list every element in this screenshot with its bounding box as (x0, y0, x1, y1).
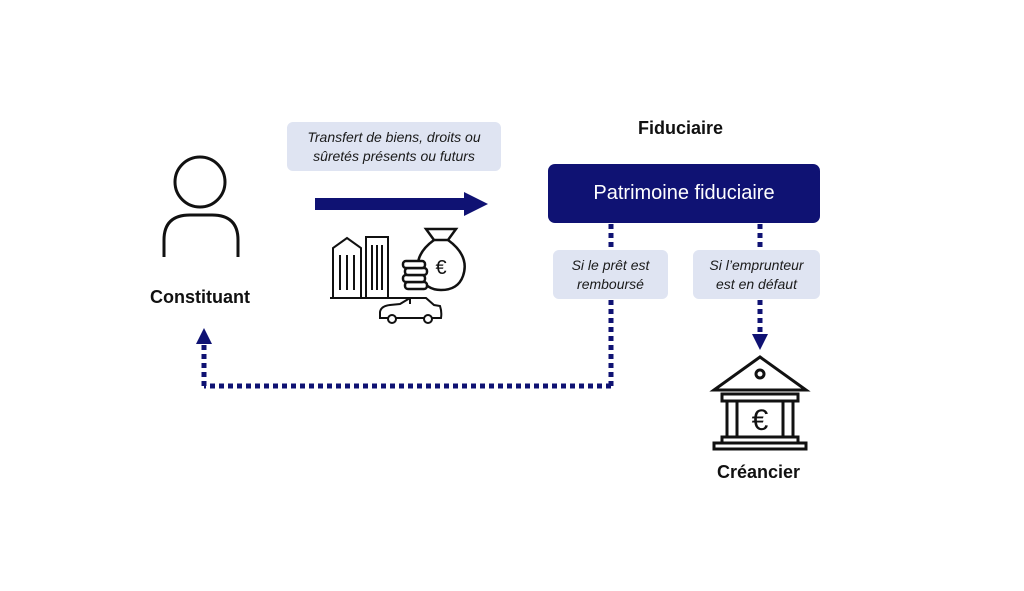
patrimoine-fiduciaire-box: Patrimoine fiduciaire (548, 164, 820, 223)
default-note: Si l’emprunteur est en défaut (693, 250, 820, 299)
fiduciaire-label: Fiduciaire (638, 118, 724, 138)
car-icon (379, 297, 443, 324)
return-path-dotted (196, 300, 614, 389)
return-arrow-head (196, 328, 212, 344)
default-note-line2: est en défaut (716, 275, 797, 292)
transfer-arrow (315, 192, 488, 216)
transfer-note-line2: sûretés présents ou futurs (313, 147, 475, 164)
creancier-label: Créancier (717, 462, 801, 482)
transfer-note: Transfert de biens, droits ou sûretés pr… (287, 122, 501, 171)
transfer-note-line1: Transfert de biens, droits ou (307, 128, 481, 145)
buildings-icon (330, 236, 410, 299)
constituant-label: Constituant (150, 287, 250, 307)
default-path-dotted (752, 224, 768, 350)
repaid-note: Si le prêt est remboursé (553, 250, 668, 299)
svg-text:€: € (435, 257, 446, 279)
default-arrow-head (752, 334, 768, 350)
patrimoine-fiduciaire-label: Patrimoine fiduciaire (593, 182, 775, 204)
repaid-note-line1: Si le prêt est (571, 256, 650, 273)
repaid-note-line2: remboursé (577, 275, 644, 292)
default-note-line1: Si l’emprunteur (709, 256, 804, 273)
svg-text:€: € (752, 404, 769, 437)
coins-icon (401, 259, 429, 291)
